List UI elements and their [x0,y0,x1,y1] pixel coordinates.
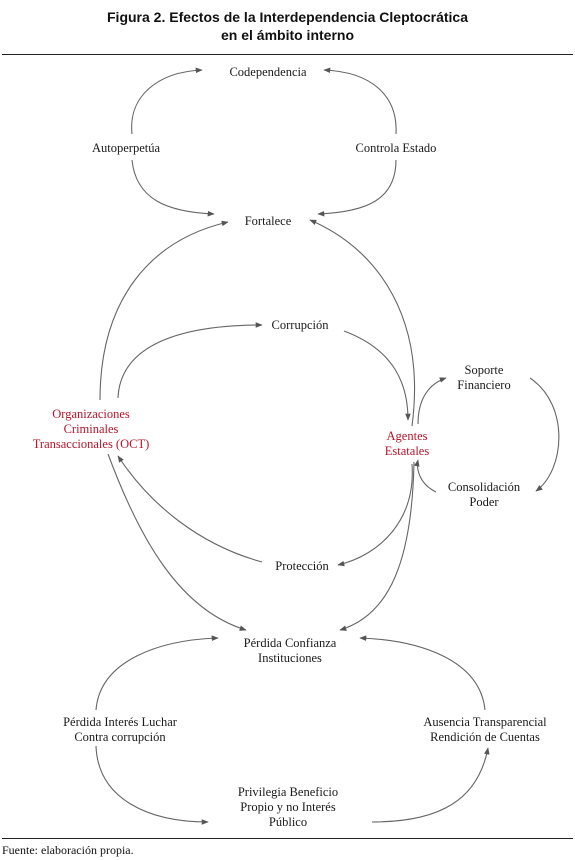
arrow-ausencia-to-perdida-confianza [359,635,486,711]
node-codependencia-line-1: Codependencia [229,65,307,79]
arrow-corrupcion-to-agentes [343,330,411,421]
arrow-perdida-interes-to-perdida-confianza [95,635,219,711]
node-ausencia-line-2: Rendición de Cuentas [430,730,540,744]
figure-title: Figura 2. Efectos de la Interdependencia… [0,8,575,44]
arrow-autoperpetua-to-codependencia [131,67,203,135]
node-consolidacion-line-1: Consolidación [448,480,521,494]
arrow-consolidacion-to-agentes [414,459,437,493]
node-ausencia-line-1: Ausencia Transparencial [423,715,547,729]
node-soporte-line-1: Soporte [465,363,504,377]
top-rule [2,54,573,55]
node-proteccion-line-1: Protección [275,559,329,573]
node-perdida-interes-line-2: Contra corrupción [74,730,166,744]
node-corrupcion-line-1: Corrupción [272,318,330,332]
arrow-privilegia-to-ausencia [371,747,490,823]
arrow-agentes-to-fortalece [309,219,416,427]
node-oct-line-3: Transaccionales (OCT) [33,437,150,451]
node-privilegia-line-2: Propio y no Interés [240,800,336,814]
node-autoperpetua: Autoperpetúa [92,141,160,155]
node-oct-line-1: Organizaciones [52,407,130,421]
node-soporte-line-2: Financiero [457,378,510,392]
node-perdida-interes-line-1: Pérdida Interés Luchar [63,715,178,729]
figure-title-line-1: Figura 2. Efectos de la Interdependencia… [107,9,468,25]
node-perdida-confianza-line-1: Pérdida Confianza [244,636,337,650]
node-perdida-confianza-line-2: Instituciones [258,651,322,665]
node-autoperpetua-line-1: Autoperpetúa [92,141,160,155]
node-fortalece-line-1: Fortalece [245,214,292,228]
node-privilegia-line-1: Privilegia Beneficio [238,785,338,799]
bottom-rule [2,838,573,839]
node-fortalece: Fortalece [245,214,292,228]
arrow-agentes-to-soporte [417,377,447,425]
node-privilegia-line-3: Público [269,815,307,829]
node-agentes-line-1: Agentes [387,429,428,443]
edges-layer [95,67,560,825]
arrow-oct-to-corrupcion [117,322,263,399]
arrow-oct-to-fortalece [99,220,229,401]
arrow-proteccion-to-oct [117,455,263,563]
arrow-soporte-to-consolidacion [529,377,560,492]
source-note: Fuente: elaboración propia. [2,843,134,857]
arrow-agentes-to-proteccion [337,463,413,567]
figure-title-line-2: en el ámbito interno [220,27,354,43]
arrow-perdida-interes-to-privilegia [95,745,209,825]
arrow-controla-to-fortalece [317,159,397,217]
node-controla-line-1: Controla Estado [356,141,437,155]
node-codependencia: Codependencia [229,65,307,79]
node-proteccion: Protección [275,559,329,573]
arrow-controla-to-codependencia [323,67,397,135]
node-consolidacion-line-2: Poder [469,495,499,509]
node-controla: Controla Estado [356,141,437,155]
node-oct-line-2: Criminales [64,422,119,436]
arrow-autoperpetua-to-fortalece [131,159,215,217]
arrow-agentes-to-perdida-confianza [339,461,415,631]
node-agentes-line-2: Estatales [385,444,430,458]
arrow-oct-to-perdida-confianza [107,453,247,631]
node-corrupcion: Corrupción [272,318,330,332]
